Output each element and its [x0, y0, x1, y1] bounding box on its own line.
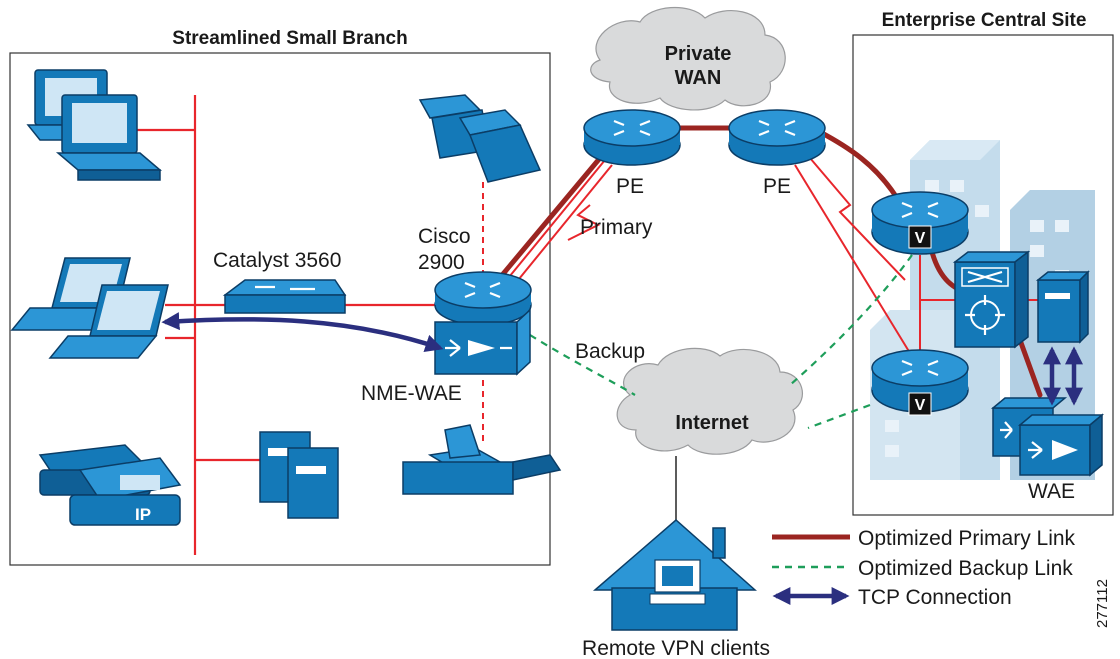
remote-house-icon [592, 519, 757, 631]
ip-badge: IP [135, 505, 151, 524]
legend-primary-label: Optimized Primary Link [858, 527, 1076, 550]
pe-right-label: PE [763, 175, 791, 198]
vpn-router-top-icon: V [871, 191, 969, 255]
central-title: Enterprise Central Site [882, 10, 1087, 31]
cisco-label-1: Cisco [418, 225, 471, 248]
cisco-2900-router-icon [434, 271, 532, 326]
ip-phone-icon: IP [38, 444, 182, 526]
remote-label: Remote VPN clients [582, 637, 770, 659]
vpn-badge-top: V [915, 230, 926, 247]
legend-backup-label: Optimized Backup Link [858, 557, 1073, 580]
catalyst-label: Catalyst 3560 [213, 249, 341, 272]
laptop-icon [10, 257, 169, 359]
cisco-label-2: 2900 [418, 251, 465, 274]
ip-phones-top-icon [418, 94, 542, 183]
primary-label: Primary [580, 216, 653, 239]
vpn-badge-bottom: V [915, 397, 926, 414]
pe-router-left-icon [583, 109, 681, 166]
wae-label: WAE [1028, 480, 1075, 503]
backup-link-line [529, 254, 913, 430]
wan-red-links [504, 157, 914, 359]
nme-wae-label: NME-WAE [361, 382, 462, 405]
pe-left-label: PE [616, 175, 644, 198]
legend-tcp-label: TCP Connection [858, 586, 1012, 609]
internet-label: Internet [675, 412, 749, 434]
private-wan-cloud: Private WAN [590, 7, 786, 111]
internet-cloud: Internet [616, 347, 803, 455]
fax-printer-icon [402, 424, 562, 495]
desktop-pc-icon [26, 69, 163, 181]
legend: Optimized Primary Link Optimized Backup … [772, 527, 1076, 609]
wae-appliance-icon [990, 397, 1105, 477]
nme-wae-module-icon [434, 308, 531, 376]
multilayer-switch-icon [952, 250, 1031, 349]
pe-router-right-icon [728, 109, 826, 166]
vpn-router-bottom-icon: V [871, 349, 969, 416]
branch-tcp-arrow [161, 312, 444, 352]
switch-catalyst-icon [222, 279, 347, 314]
private-wan-label-1: Private [665, 43, 732, 65]
branch-title: Streamlined Small Branch [172, 28, 407, 49]
file-servers-icon [259, 431, 339, 519]
private-wan-label-2: WAN [675, 67, 722, 89]
server-icon [1035, 270, 1090, 344]
figure-id: 277112 [1094, 579, 1111, 628]
backup-label: Backup [575, 340, 645, 363]
